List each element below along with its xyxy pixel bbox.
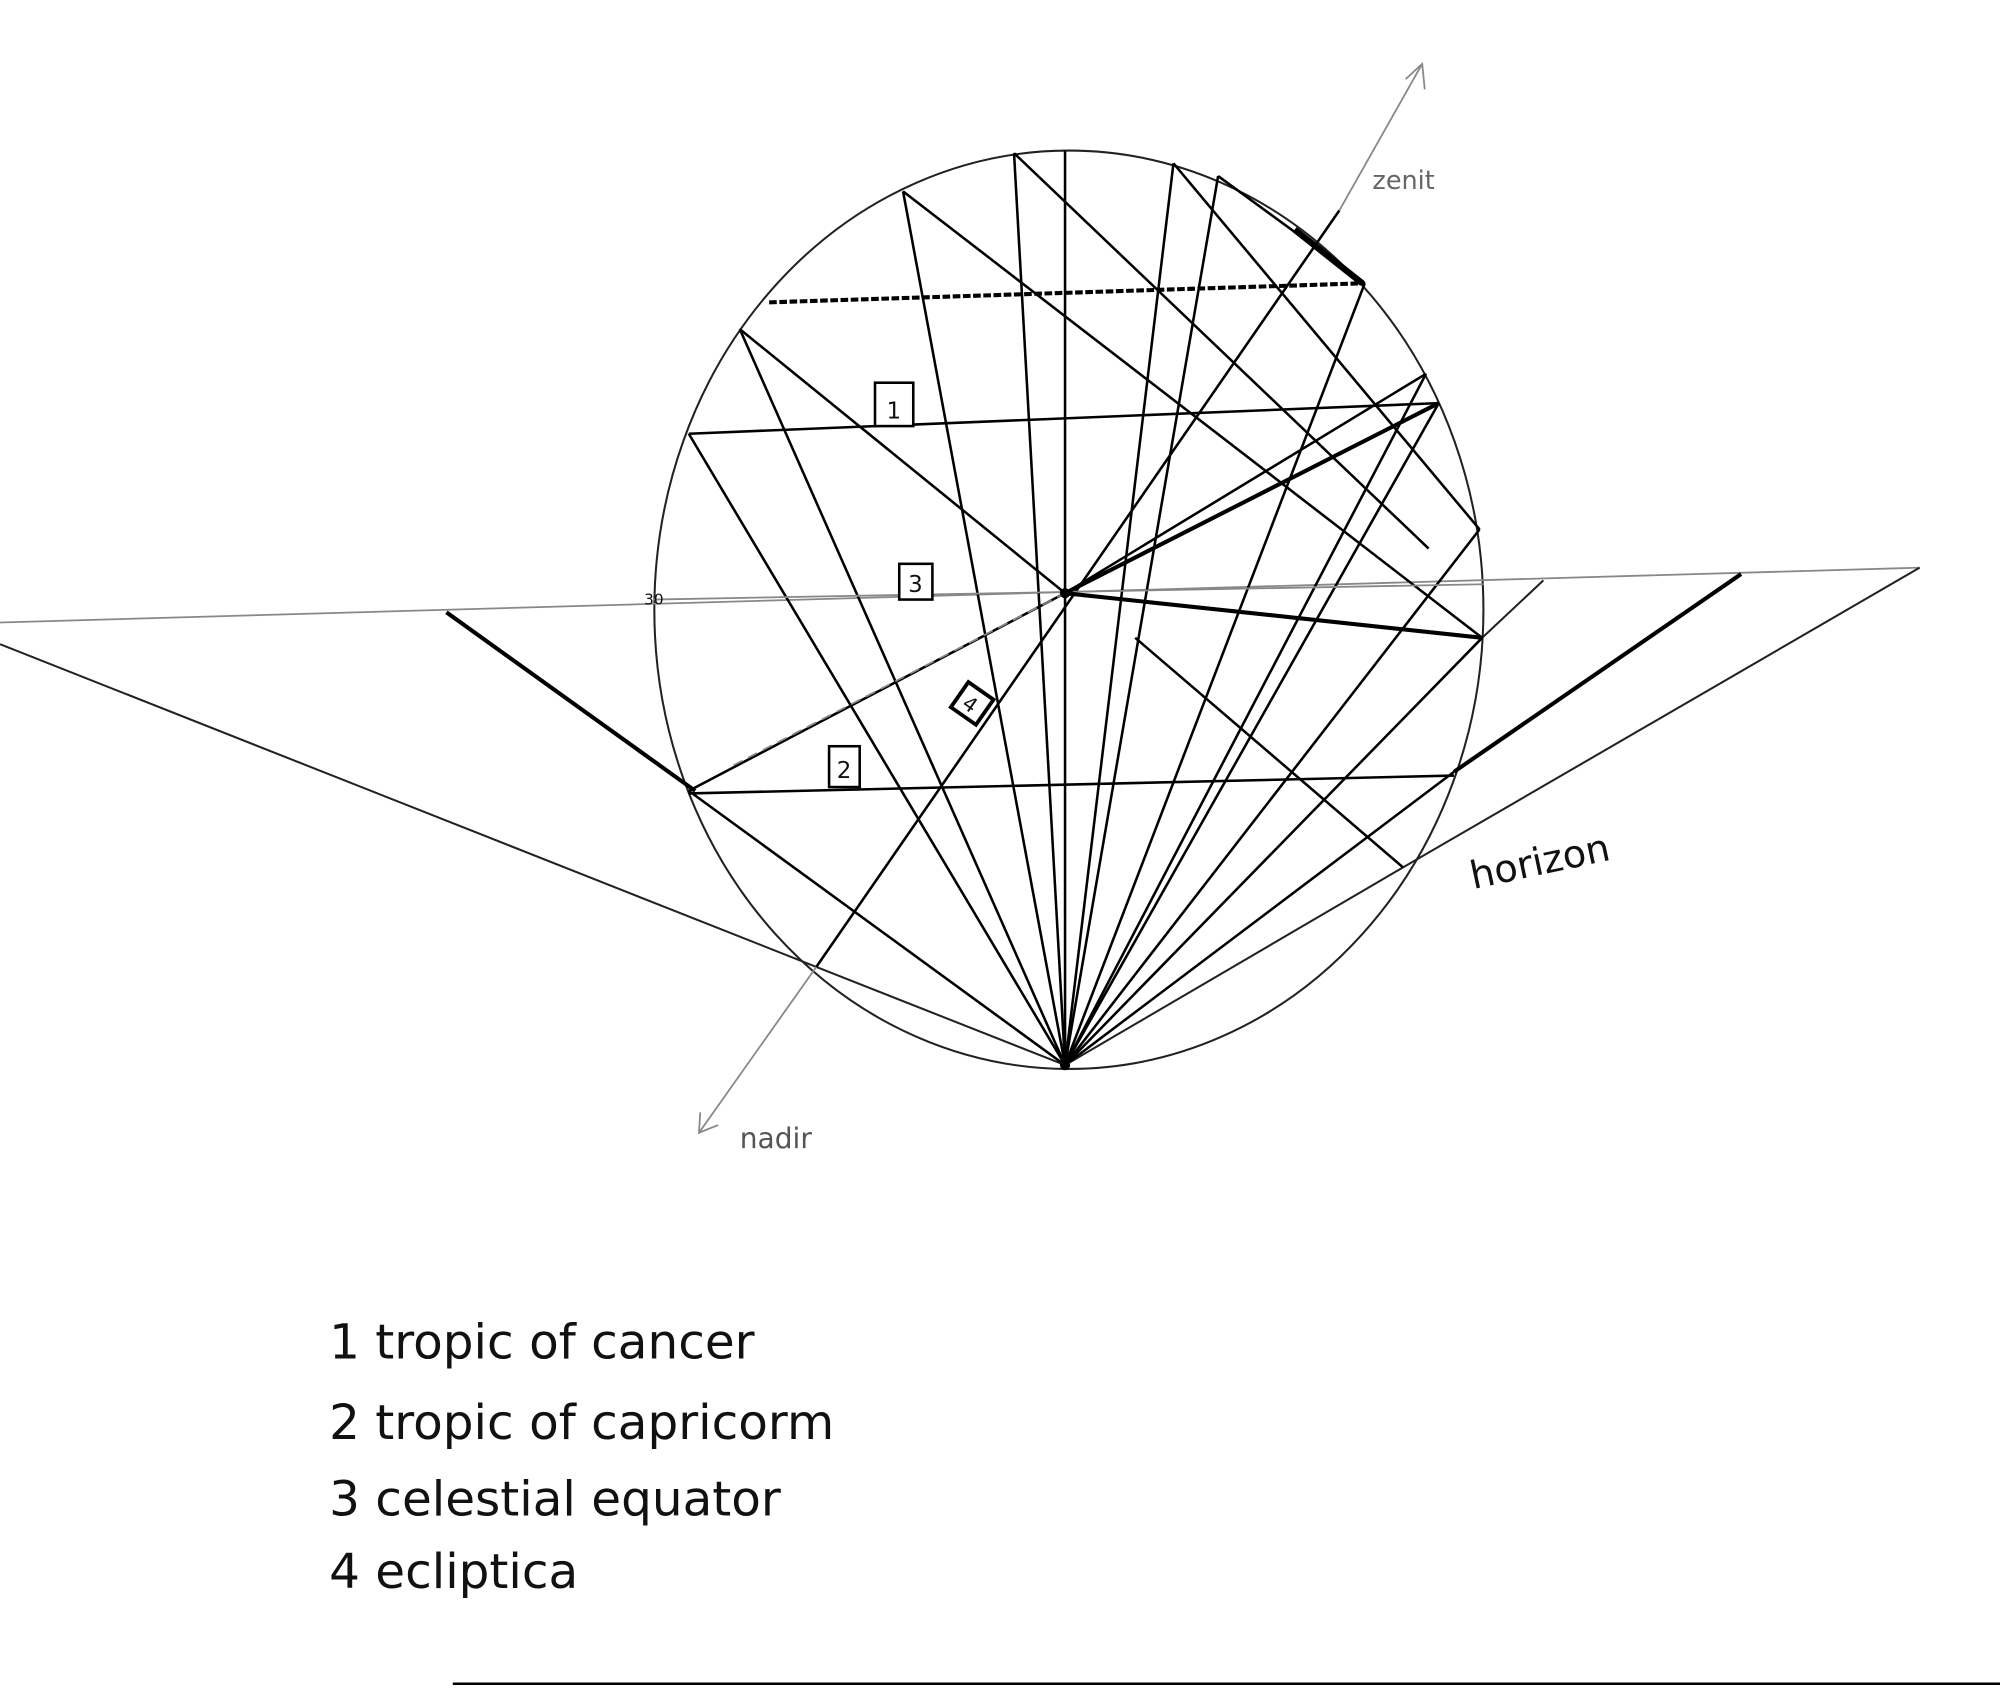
- legend-item: 1 tropic of cancer: [329, 1314, 755, 1370]
- celestial-sphere: [653, 149, 1485, 1070]
- marker-1: 1: [873, 381, 915, 428]
- svg-text:2: 2: [837, 758, 852, 784]
- parallels: [653, 281, 1484, 795]
- ecliptic-line-upper: [1064, 401, 1440, 595]
- marker-4: 4: [948, 679, 997, 728]
- zenith-arrow-icon: [1405, 61, 1426, 90]
- legend-item: 4 ecliptica: [329, 1544, 578, 1600]
- legend-item: 3 celestial equator: [329, 1471, 781, 1527]
- legend: 1 tropic of cancer 2 tropic of capricorm…: [329, 1314, 834, 1600]
- bottom-point: [1059, 1060, 1071, 1071]
- ecliptic-line: [733, 592, 1066, 767]
- tropic-of-cancer-line: [688, 401, 1439, 436]
- marker-2: 2: [827, 744, 861, 789]
- latitude-line: [769, 281, 1365, 305]
- marker-3: 3: [897, 562, 934, 601]
- legend-item: 2 tropic of capricorm: [329, 1395, 834, 1451]
- horizon-plane: [0, 566, 1921, 1067]
- tropic-of-capricorn-line: [688, 774, 1455, 795]
- svg-text:3: 3: [908, 572, 923, 598]
- nadir-label: nadir: [740, 1122, 813, 1155]
- nadir-arrow-icon: [698, 1112, 719, 1135]
- zenith-nadir-axis: [698, 61, 1426, 1135]
- zenith-label: zenit: [1372, 166, 1434, 196]
- svg-text:1: 1: [886, 398, 901, 424]
- hour-circle-lines: [687, 150, 1484, 1067]
- latitude-mark: 30: [644, 591, 663, 609]
- horizon-label: horizon: [1466, 825, 1614, 898]
- center-point: [1059, 588, 1071, 599]
